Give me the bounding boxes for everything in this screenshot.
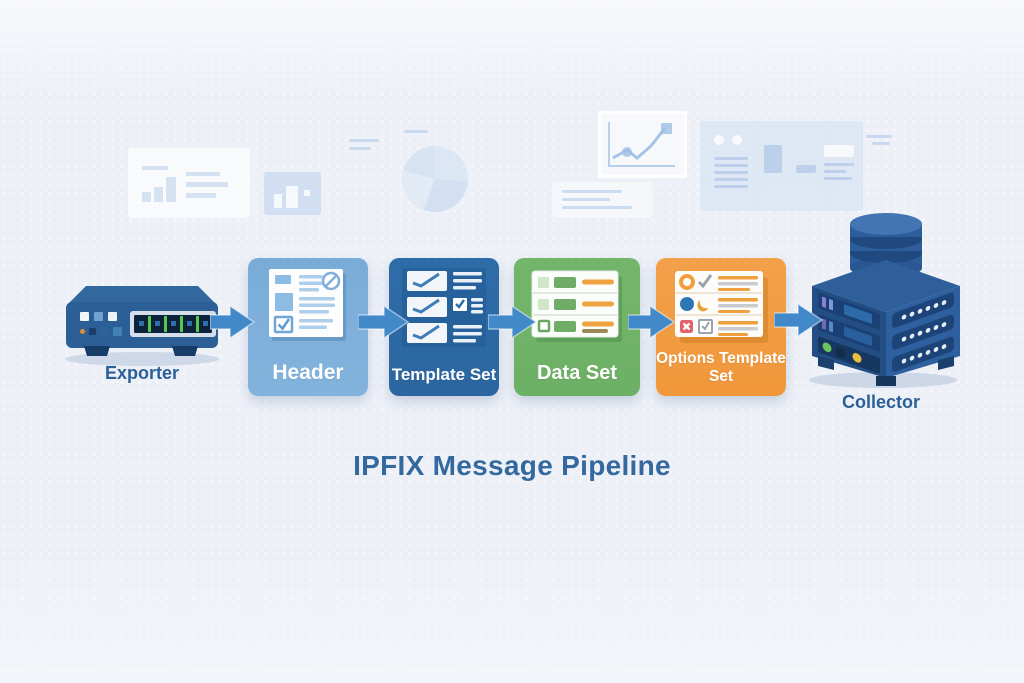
bg-text-line: [866, 135, 892, 138]
bg-text-line: [404, 130, 428, 133]
bg-text-line: [872, 142, 890, 145]
bg-dashboard-panel: [700, 121, 863, 211]
options-list-icon: [675, 271, 768, 343]
stage-template-set: Template Set: [389, 258, 499, 396]
stage-label-data-set: Data Set: [536, 362, 618, 384]
flow-arrow: [488, 304, 538, 340]
collector-label: Collector: [841, 392, 920, 412]
checklist-icon: [402, 268, 486, 347]
bg-barchart-card: [128, 148, 250, 218]
stage-label-options-template-set: Options Template Set: [656, 349, 786, 386]
flow-arrow: [210, 304, 256, 340]
stage-label-template-set: Template Set: [391, 364, 497, 384]
bg-lines-card: [552, 182, 652, 218]
bg-chart-tile: [264, 172, 321, 215]
diagram-title: IPFIX Message Pipeline: [353, 450, 671, 481]
data-records-icon: [531, 270, 622, 342]
collector-device: [809, 213, 960, 388]
bg-text-line: [349, 147, 371, 150]
document-icon: [269, 269, 346, 341]
flow-arrow: [774, 302, 824, 338]
exporter-label: Exporter: [104, 363, 180, 383]
bg-line-chart-card: [598, 111, 687, 178]
stage-label-header: Header: [272, 360, 344, 384]
bg-pie-chart: [402, 146, 468, 212]
flow-arrow: [358, 304, 410, 340]
stage-data-set: Data Set: [514, 258, 640, 396]
stage-options-template-set: Options Template Set: [656, 258, 786, 396]
exporter-device: [65, 286, 219, 366]
flow-arrow: [628, 304, 676, 340]
bg-text-line: [349, 139, 379, 142]
stage-header: Header: [248, 258, 368, 396]
